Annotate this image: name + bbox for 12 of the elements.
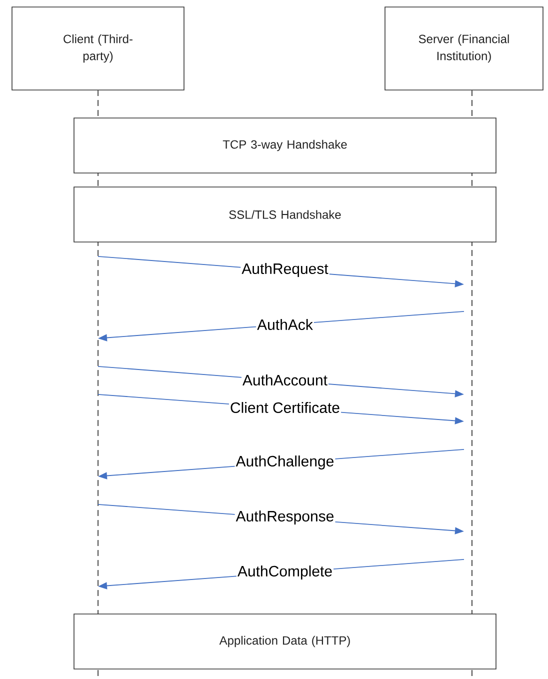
message-label: AuthAccount	[241, 374, 329, 386]
message-label: AuthComplete	[236, 564, 334, 580]
phase-box: SSL/TLS Handshake	[74, 186, 496, 242]
message-label: AuthResponse	[234, 510, 336, 526]
message-label: AuthAck	[256, 318, 314, 331]
phase-box: TCP 3-way Handshake	[74, 118, 496, 174]
message-label: Client Certificate	[228, 401, 342, 414]
message-label: AuthChallenge	[234, 454, 336, 470]
participant-box: Server (Financial Institution)	[384, 6, 544, 90]
phase-box: Application Data (HTTP)	[74, 614, 496, 670]
participant-box: Client (Third-party)	[12, 6, 184, 90]
message-label: AuthRequest	[240, 262, 330, 278]
